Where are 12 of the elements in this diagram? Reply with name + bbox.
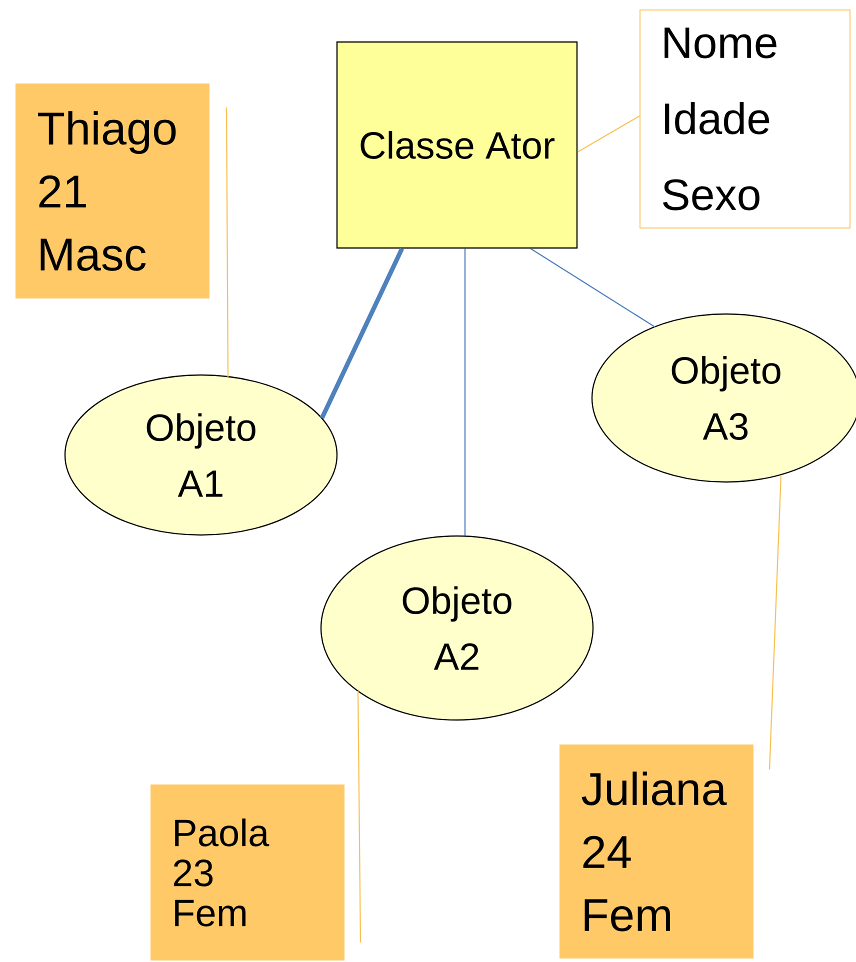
connector-line <box>320 248 404 419</box>
text-box: Classe Ator <box>336 41 578 249</box>
connector-line <box>768 474 782 770</box>
connector-line <box>577 115 640 153</box>
text-box: Nome Idade Sexo <box>640 10 850 228</box>
text-box: Paola 23 Fem <box>150 784 344 960</box>
connector-line <box>464 248 466 536</box>
connector-line <box>357 690 362 942</box>
text-box: Thiago 21 Masc <box>16 84 210 298</box>
connector-line <box>226 108 229 377</box>
connector-line <box>530 248 656 328</box>
text-box: Juliana 24 Fem <box>560 744 754 958</box>
